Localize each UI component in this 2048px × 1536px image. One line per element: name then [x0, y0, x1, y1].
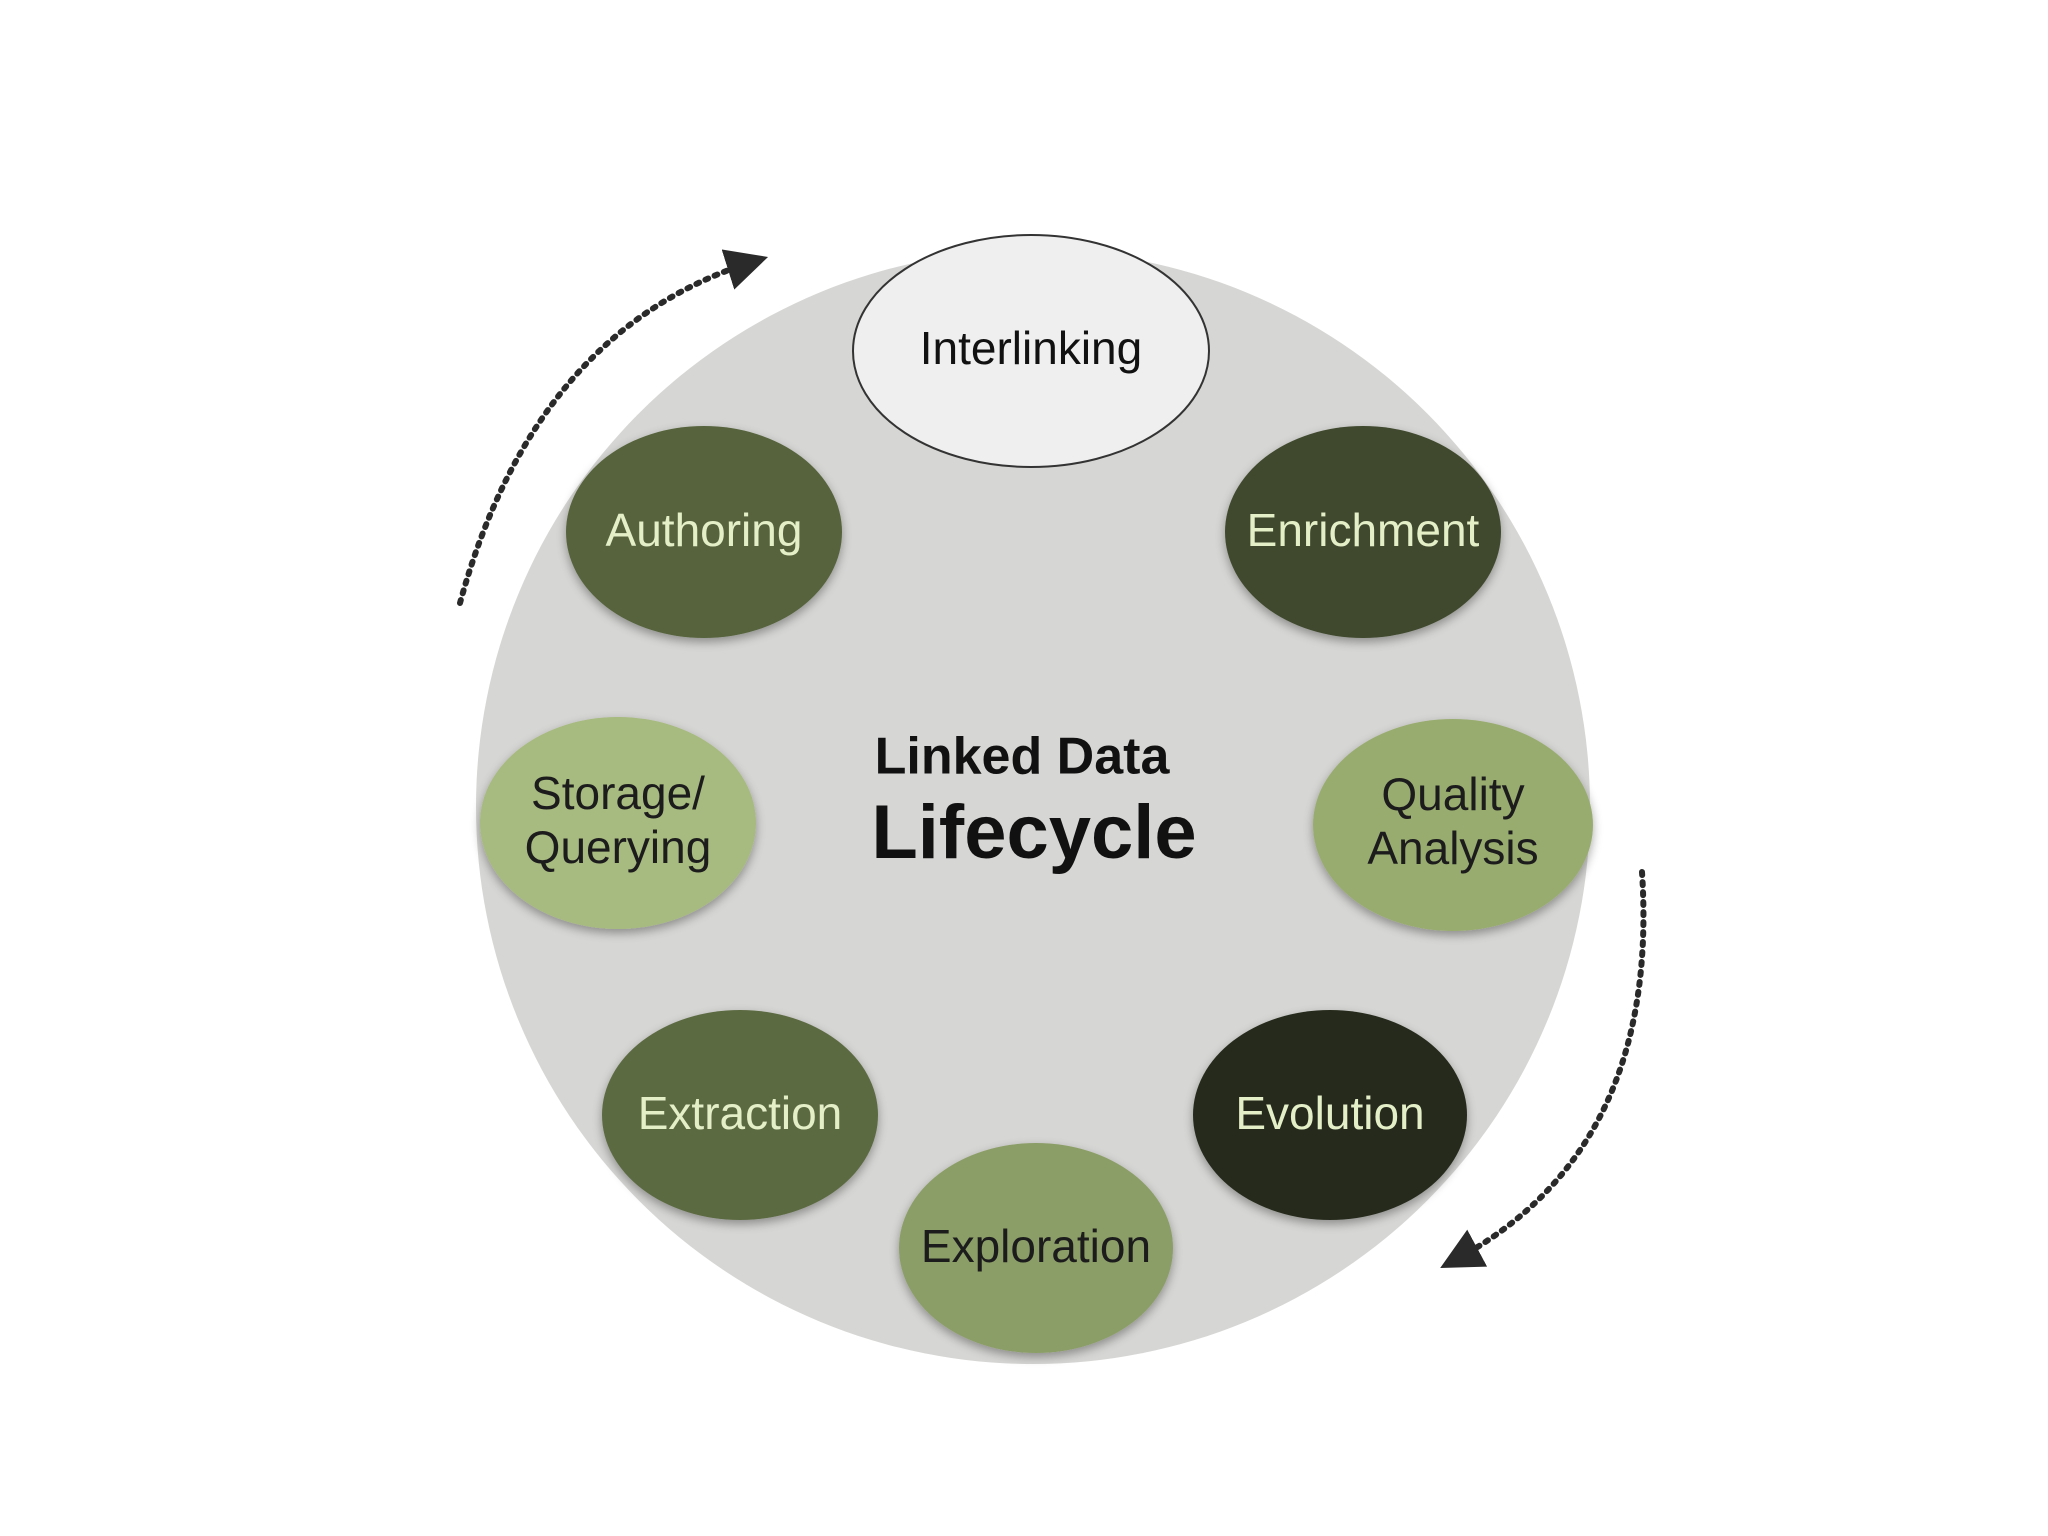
node-extraction-shape: [602, 1010, 878, 1220]
node-evolution: Evolution: [1193, 1010, 1467, 1220]
node-quality-analysis-label-1: Quality: [1381, 768, 1524, 820]
node-authoring-shape: [566, 426, 842, 638]
node-storage-querying-label-2: Querying: [525, 821, 712, 873]
node-authoring-label: Authoring: [606, 504, 803, 556]
node-storage-querying-label-1: Storage/: [531, 767, 705, 819]
node-authoring: Authoring: [566, 426, 842, 638]
node-interlinking: Interlinking: [852, 234, 1210, 468]
center-title-line1: Linked Data: [875, 728, 1171, 786]
cycle-arrow-top-left: [457, 249, 769, 606]
node-exploration-shape: [899, 1143, 1173, 1353]
node-exploration: Exploration: [899, 1143, 1173, 1353]
node-exploration-label: Exploration: [921, 1220, 1151, 1272]
node-evolution-label: Evolution: [1235, 1087, 1424, 1139]
node-enrichment: Enrichment: [1225, 426, 1501, 638]
node-enrichment-label: Enrichment: [1247, 504, 1480, 556]
node-extraction-label: Extraction: [638, 1087, 843, 1139]
node-storage-querying: Storage/ Querying: [480, 717, 756, 929]
node-interlinking-shape: [852, 234, 1210, 468]
node-extraction: Extraction: [602, 1010, 878, 1220]
node-quality-analysis-shape: [1313, 719, 1593, 931]
node-storage-querying-shape: [480, 717, 756, 929]
node-evolution-shape: [1193, 1010, 1467, 1220]
node-quality-analysis: Quality Analysis: [1313, 719, 1593, 931]
node-enrichment-shape: [1225, 426, 1501, 638]
cycle-arrow-bottom-right: [1440, 869, 1647, 1268]
center-title-line2: Lifecycle: [871, 790, 1196, 875]
node-interlinking-label: Interlinking: [920, 322, 1142, 374]
node-quality-analysis-label-2: Analysis: [1367, 822, 1538, 874]
